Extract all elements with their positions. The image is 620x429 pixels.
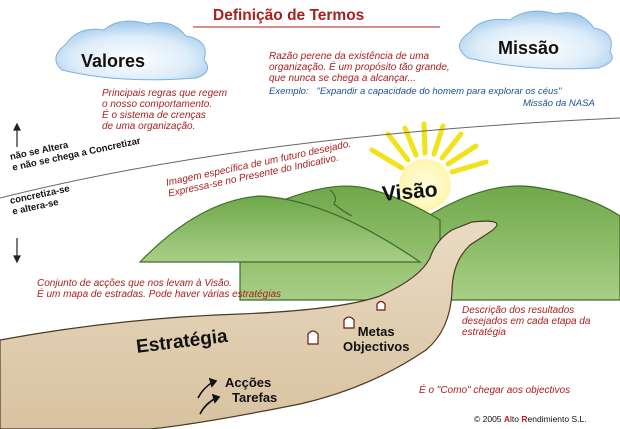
estrategia-description: Conjunto de acções que nos levam à Visão…: [37, 278, 281, 300]
valores-description: Principais regras que regem o nosso comp…: [102, 88, 227, 132]
label-metas: Metas Objectivos: [343, 324, 409, 354]
missao-example-source: Missão da NASA: [523, 98, 595, 109]
copyright: © 2005 Alto Rendimiento S.L.: [474, 414, 587, 424]
label-accoes: Acções Tarefas: [222, 375, 277, 405]
metas-description: Descrição dos resultados desejados em ca…: [462, 305, 590, 338]
label-missao: Missão: [498, 38, 559, 59]
label-valores: Valores: [81, 51, 145, 72]
tarefas-description: É o "Como" chegar aos objectivos: [419, 385, 570, 396]
label-visao: Visão: [381, 178, 439, 207]
page-title: Definição de Termos: [213, 7, 364, 25]
missao-description: Razão perene da existência de uma organi…: [269, 51, 450, 84]
missao-example: Exemplo: "Expandir a capacidade do homem…: [269, 86, 561, 97]
